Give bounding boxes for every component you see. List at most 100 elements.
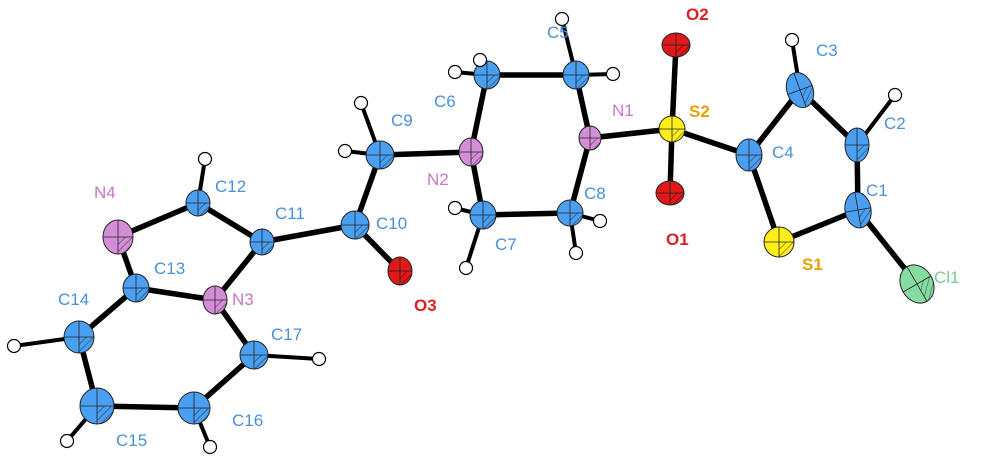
hydrogen-atom <box>784 32 800 48</box>
label-c14: C14 <box>58 290 89 309</box>
atom-c4 <box>735 138 763 172</box>
label-c8: C8 <box>584 184 606 203</box>
label-n1: N1 <box>612 101 634 120</box>
label-c12: C12 <box>215 177 246 196</box>
label-s1: S1 <box>802 255 823 274</box>
atom-c12 <box>185 189 211 217</box>
atom-c8 <box>556 199 584 227</box>
atom-s1 <box>763 226 795 258</box>
atom-octant <box>917 276 935 302</box>
atom-octant <box>355 225 369 239</box>
atom-o3 <box>387 256 413 286</box>
bond-c7-c8 <box>480 210 573 218</box>
atom-n1 <box>578 125 602 151</box>
label-n3: N3 <box>232 290 254 309</box>
atom-c2 <box>844 127 870 163</box>
atom-octant <box>857 145 869 162</box>
label-c3: C3 <box>816 41 838 60</box>
hydrogen-atom <box>202 439 218 455</box>
hydrogen-atom <box>353 95 369 111</box>
label-c2: C2 <box>884 114 906 133</box>
hydrogen-atom <box>472 52 488 68</box>
atom-octant <box>97 406 114 424</box>
label-c5: C5 <box>547 23 569 42</box>
bond-n2-c9 <box>377 149 474 158</box>
atom-o1 <box>655 180 685 206</box>
atom-axis <box>854 192 862 228</box>
bond-s2-n1 <box>587 126 675 141</box>
atom-c14 <box>63 320 95 354</box>
atom-c5 <box>562 60 590 90</box>
label-c10: C10 <box>376 214 407 233</box>
label-c1: C1 <box>866 181 888 200</box>
label-cl1: Cl1 <box>934 268 960 287</box>
hydrogen-atom <box>447 200 463 216</box>
atom-octant <box>672 129 685 142</box>
bond-c10-c11 <box>259 222 358 245</box>
atom-octant <box>79 337 94 353</box>
hydrogen-atom <box>197 151 213 167</box>
atom-s2 <box>658 115 686 143</box>
atom-octant <box>779 242 794 257</box>
atom-c11 <box>249 228 275 256</box>
hydrogen-atom <box>447 64 463 80</box>
atom-octant <box>194 408 210 424</box>
atom-octant <box>400 271 412 285</box>
atom-octant <box>483 215 496 229</box>
labels: C1 C2 C3 C4 C5 C6 C7 C8 C9 C10 C11 C12 C… <box>58 5 960 450</box>
atom-octant <box>136 288 149 302</box>
label-o1: O1 <box>666 230 689 249</box>
atom-o2 <box>661 32 691 58</box>
atom-c3 <box>785 72 815 108</box>
atom-octant <box>570 213 583 226</box>
label-s2: S2 <box>689 102 710 121</box>
bond-s2-o2 <box>669 42 679 132</box>
atom-octant <box>118 237 133 254</box>
atom-octant <box>380 155 394 169</box>
atom-c16 <box>177 391 211 425</box>
atom-axis <box>793 72 807 108</box>
label-c13: C13 <box>154 259 185 278</box>
atom-c17 <box>239 340 269 370</box>
atom-octant <box>471 152 483 166</box>
atom-c7 <box>469 200 497 230</box>
hydrogen-atom <box>568 245 584 261</box>
label-c4: C4 <box>772 143 794 162</box>
atom-c15 <box>79 387 115 425</box>
atom-octant <box>198 203 210 216</box>
atom-octant <box>670 193 684 205</box>
hydrogen-atom <box>605 66 621 82</box>
hydrogen-atom <box>59 433 75 449</box>
label-c7: C7 <box>495 235 517 254</box>
label-c6: C6 <box>434 92 456 111</box>
label-c15: C15 <box>116 431 147 450</box>
atom-c13 <box>122 273 150 303</box>
label-c9: C9 <box>391 111 413 130</box>
atom-octant <box>749 155 762 171</box>
hydrogen-atom <box>592 213 608 229</box>
label-n2: N2 <box>427 170 449 189</box>
atom-c6 <box>473 60 501 90</box>
atom-octant <box>590 138 601 150</box>
atom-c1 <box>844 191 872 229</box>
atom-octant <box>254 355 268 369</box>
atom-octant <box>215 300 227 314</box>
atom-octant <box>676 45 690 57</box>
hydrogen-atom <box>6 338 22 354</box>
atom-octant <box>576 75 589 89</box>
atom-n3 <box>202 285 228 315</box>
label-n4: N4 <box>94 183 116 202</box>
label-c16: C16 <box>232 411 263 430</box>
label-c17: C17 <box>271 325 302 344</box>
label-o3: O3 <box>414 296 437 315</box>
atom-n2 <box>458 137 484 167</box>
atom-axis <box>906 266 928 302</box>
atom-octant <box>800 85 814 107</box>
atom-octant <box>262 242 274 255</box>
hydrogen-atom <box>337 143 353 159</box>
label-o2: O2 <box>686 5 709 24</box>
atom-cl1 <box>899 264 935 304</box>
hydrogen-atom <box>554 11 570 27</box>
